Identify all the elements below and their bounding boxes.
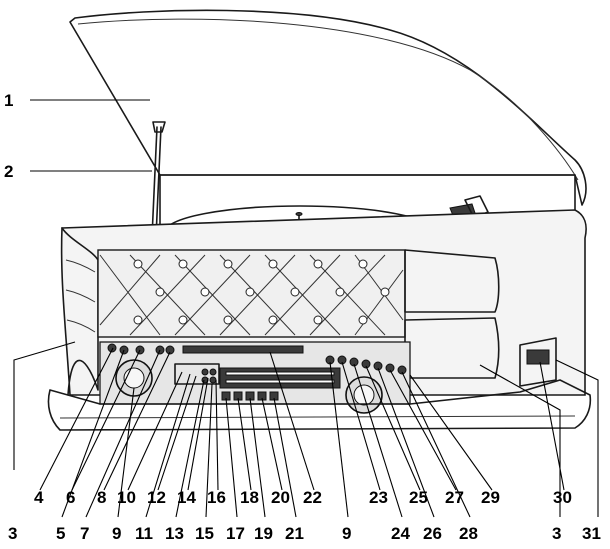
callout-30: 30 [553, 488, 572, 507]
callout-31: 31 [582, 524, 601, 543]
callout-18: 18 [240, 488, 259, 507]
callout-11: 11 [135, 524, 153, 543]
callout-21: 21 [285, 524, 304, 543]
callout-24: 24 [391, 524, 410, 543]
callout-27: 27 [445, 488, 464, 507]
callout-20: 20 [271, 488, 290, 507]
callout-5: 5 [56, 524, 65, 543]
callout-1: 1 [4, 91, 13, 110]
callout-3-right: 3 [552, 524, 561, 543]
callout-19: 19 [254, 524, 273, 543]
callout-25: 25 [409, 488, 428, 507]
callout-15: 15 [195, 524, 214, 543]
callout-12: 12 [147, 488, 166, 507]
callout-3-left: 3 [8, 524, 17, 543]
callout-17: 17 [226, 524, 245, 543]
callout-28: 28 [459, 524, 478, 543]
callout-9-right: 9 [342, 524, 351, 543]
lid [69, 9, 587, 206]
volume-knob [115, 359, 153, 397]
callout-29: 29 [481, 488, 500, 507]
callout-16: 16 [207, 488, 226, 507]
right-side-panels [404, 249, 557, 387]
callout-14: 14 [177, 488, 196, 507]
callout-22: 22 [303, 488, 322, 507]
callout-10: 10 [117, 488, 136, 507]
callout-23: 23 [369, 488, 388, 507]
callout-13: 13 [165, 524, 184, 543]
callout-7: 7 [80, 524, 89, 543]
callout-8: 8 [97, 488, 106, 507]
callout-leaders [13, 99, 599, 518]
callout-9-left: 9 [112, 524, 121, 543]
callout-26: 26 [423, 524, 442, 543]
callout-6: 6 [66, 488, 75, 507]
callout-2: 2 [4, 162, 13, 181]
cabinet-base [47, 379, 592, 431]
lid-support-arm [151, 121, 166, 238]
callout-4: 4 [34, 488, 44, 507]
